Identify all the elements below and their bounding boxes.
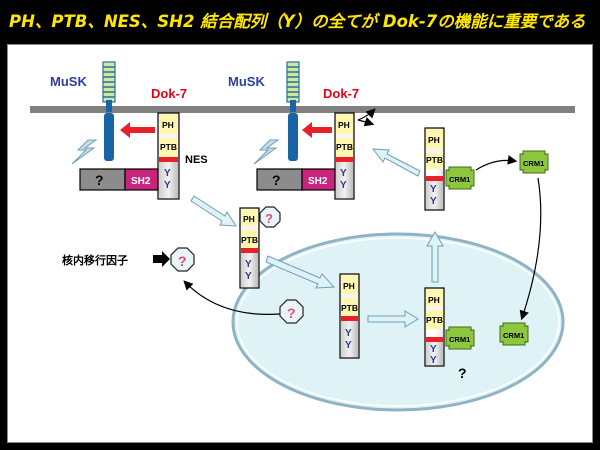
- crm1-free-top: [519, 150, 549, 174]
- sh2-label: SH2: [131, 176, 151, 187]
- ptb-label: PTB: [341, 303, 358, 313]
- lightning-icon: [71, 139, 98, 165]
- membrane-binding-arrow: [357, 108, 376, 121]
- slide-title: PH、PTB、NES、SH2 結合配列（Y）の全てが Dok-7の機能に重要であ…: [9, 12, 586, 31]
- binding-arrow-right: [302, 122, 332, 138]
- ptb-label: PTB: [336, 142, 353, 152]
- dok7-label-left: Dok-7: [151, 86, 187, 101]
- crm1-label: CRM1: [523, 159, 544, 168]
- dok7-label-right: Dok-7: [323, 86, 359, 101]
- dok7-molecule-right: [334, 112, 355, 200]
- ptb-label: PTB: [160, 142, 177, 152]
- cell-membrane: [30, 106, 575, 113]
- y-site: Y: [430, 344, 437, 355]
- musk-receptor-right: [286, 61, 300, 161]
- question-mark: ?: [178, 253, 187, 269]
- y-site: Y: [340, 180, 347, 191]
- y-site: Y: [164, 180, 171, 191]
- y-site: Y: [164, 168, 171, 179]
- y-site: Y: [245, 271, 252, 282]
- musk-label-right: MuSK: [228, 74, 265, 89]
- ph-label: PH: [243, 214, 255, 224]
- dok7-molecule-left: [157, 112, 180, 200]
- lightning-icon: [253, 139, 280, 165]
- sh2-domain-right: [301, 168, 336, 191]
- unknown-factor-octagon: [279, 299, 304, 324]
- export-curve-arrow: [183, 280, 281, 315]
- y-site: Y: [340, 168, 347, 179]
- crm1-label: CRM1: [503, 331, 524, 340]
- crm1-release-arrow: [475, 155, 518, 171]
- flow-arrow: [367, 310, 419, 328]
- crm1-label: CRM1: [449, 335, 470, 344]
- flow-arrow: [190, 195, 237, 227]
- y-site: Y: [345, 340, 352, 351]
- sh2-label: SH2: [308, 176, 328, 187]
- ph-label: PH: [343, 281, 355, 291]
- binding-arrow-left: [120, 122, 155, 138]
- crm1-free-bottom: [499, 322, 529, 346]
- musk-label-left: MuSK: [50, 74, 87, 89]
- musk-receptor-left: [102, 61, 116, 161]
- flow-arrows: [190, 148, 444, 328]
- ptb-label: PTB: [426, 155, 443, 165]
- flow-arrow: [371, 148, 421, 177]
- flow-arrow: [265, 255, 336, 289]
- unknown-factor-octagon: [259, 206, 281, 228]
- crm1-protein: [445, 166, 475, 190]
- y-site: Y: [430, 196, 437, 207]
- import-factor-octagon: [170, 247, 195, 272]
- dok7-molecule-exported: [424, 127, 445, 211]
- ph-label: PH: [428, 295, 440, 305]
- crm1-recycle-arrow: [519, 177, 542, 321]
- dok7-molecule-nucleus-crm1: [424, 287, 445, 367]
- question-mark: ?: [272, 172, 281, 188]
- pointer-arrow-icon: [153, 251, 170, 267]
- ph-label: PH: [428, 135, 440, 145]
- flow-arrow: [426, 230, 444, 283]
- y-site: Y: [245, 259, 252, 270]
- y-site: Y: [430, 184, 437, 195]
- dok7-molecule-cytoplasm: [239, 207, 260, 289]
- sh2-domain-left: [124, 168, 159, 191]
- question-mark: ?: [95, 172, 104, 188]
- ph-label: PH: [338, 120, 350, 130]
- ptb-label: PTB: [241, 235, 258, 245]
- y-site: Y: [345, 328, 352, 339]
- question-mark: ?: [287, 305, 296, 321]
- ph-label: PH: [162, 120, 174, 130]
- import-factor-label: 核内移行因子: [62, 253, 128, 267]
- dok7-molecule-nucleus: [339, 273, 360, 359]
- nes-label: NES: [185, 154, 208, 166]
- question-mark: ?: [458, 365, 467, 381]
- crm1-protein: [445, 326, 475, 350]
- question-mark: ?: [265, 211, 273, 226]
- crm1-label: CRM1: [449, 175, 470, 184]
- ptb-label: PTB: [426, 315, 443, 325]
- y-site: Y: [430, 355, 437, 366]
